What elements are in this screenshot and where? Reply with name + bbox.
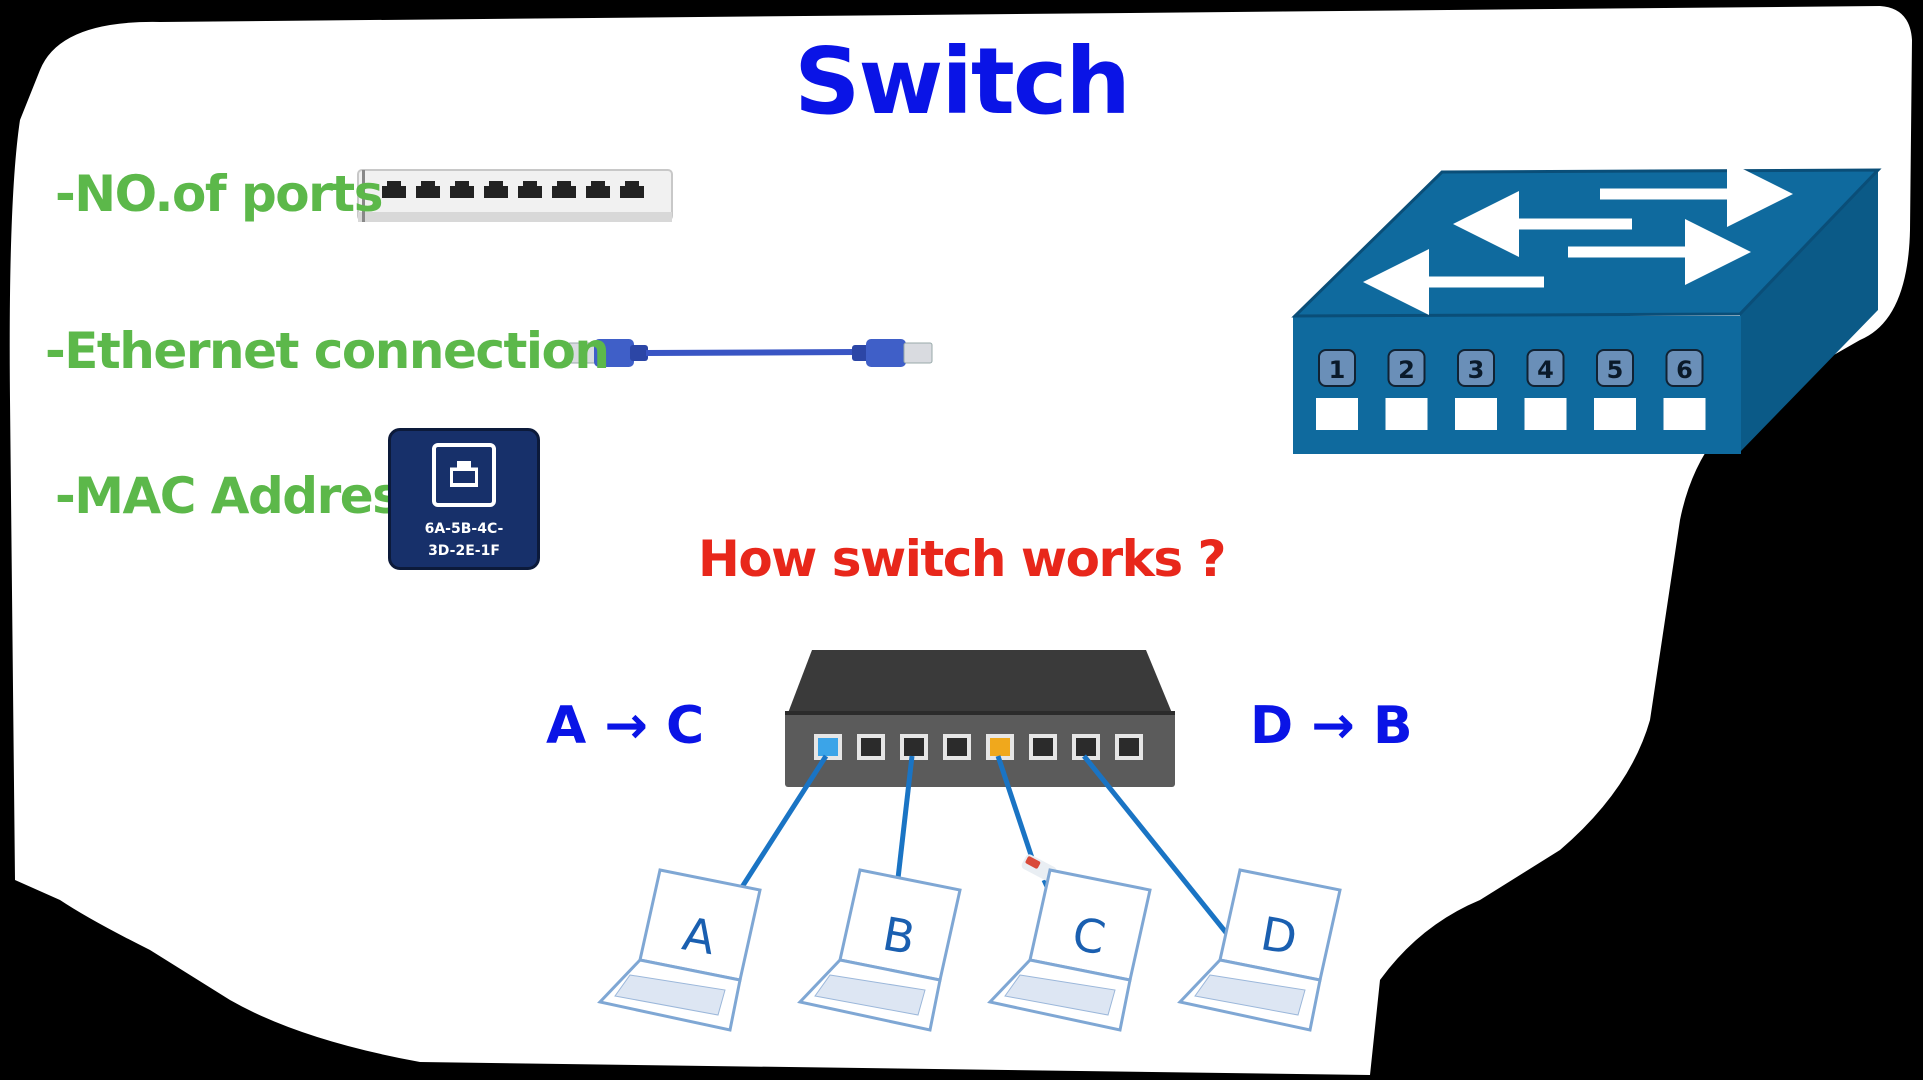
feature-ethernet-label: -Ethernet connection [45, 322, 610, 380]
port-hole [382, 181, 406, 198]
switch-port-number: 4 [1537, 356, 1554, 384]
mac-address-line2: 3D-2E-1F [428, 543, 500, 559]
port-hole [552, 181, 576, 198]
switch-port: 1 [1316, 349, 1358, 430]
how-switch-works-title: How switch works ? [697, 530, 1227, 588]
laptop: A [597, 868, 762, 1032]
port-hole [484, 181, 508, 198]
ethernet-cable-image [567, 339, 933, 367]
switch-port: 3 [1455, 349, 1497, 430]
switch-port-number: 5 [1607, 356, 1624, 384]
flow-a-to-c: A → C [546, 696, 705, 756]
laptop: D [1177, 868, 1342, 1032]
switch-3d-icon [1291, 161, 1882, 454]
network-switch-device [785, 650, 1175, 787]
switch-port-labels: 1 2 3 4 5 6 [1316, 349, 1706, 430]
port-hole [518, 181, 542, 198]
port-hole [416, 181, 440, 198]
switch-port-number: 3 [1468, 356, 1485, 384]
mac-address-line1: 6A-5B-4C- [424, 521, 504, 537]
port-hole [586, 181, 610, 198]
page-title: Switch [794, 28, 1131, 135]
flow-d-to-b: D → B [1250, 696, 1413, 756]
switch-port-number: 1 [1329, 356, 1346, 384]
laptop: C [987, 868, 1152, 1032]
switch-port: 4 [1524, 349, 1567, 430]
switch-port: 5 [1594, 349, 1636, 430]
switch-port-number: 6 [1676, 356, 1693, 384]
port-hole [450, 181, 474, 198]
switch-port-number: 2 [1398, 356, 1415, 384]
switch-port: 2 [1385, 349, 1428, 430]
switch-port: 6 [1663, 349, 1706, 430]
feature-ports-label: -NO.of ports [55, 165, 383, 223]
laptop: B [797, 868, 962, 1032]
mac-address-badge: 6A-5B-4C- 3D-2E-1F [388, 428, 540, 570]
port-hole [620, 181, 644, 198]
ethernet-port-icon [432, 443, 496, 507]
ports-strip-holes [382, 181, 644, 198]
feature-mac-label: -MAC Address [55, 467, 430, 525]
